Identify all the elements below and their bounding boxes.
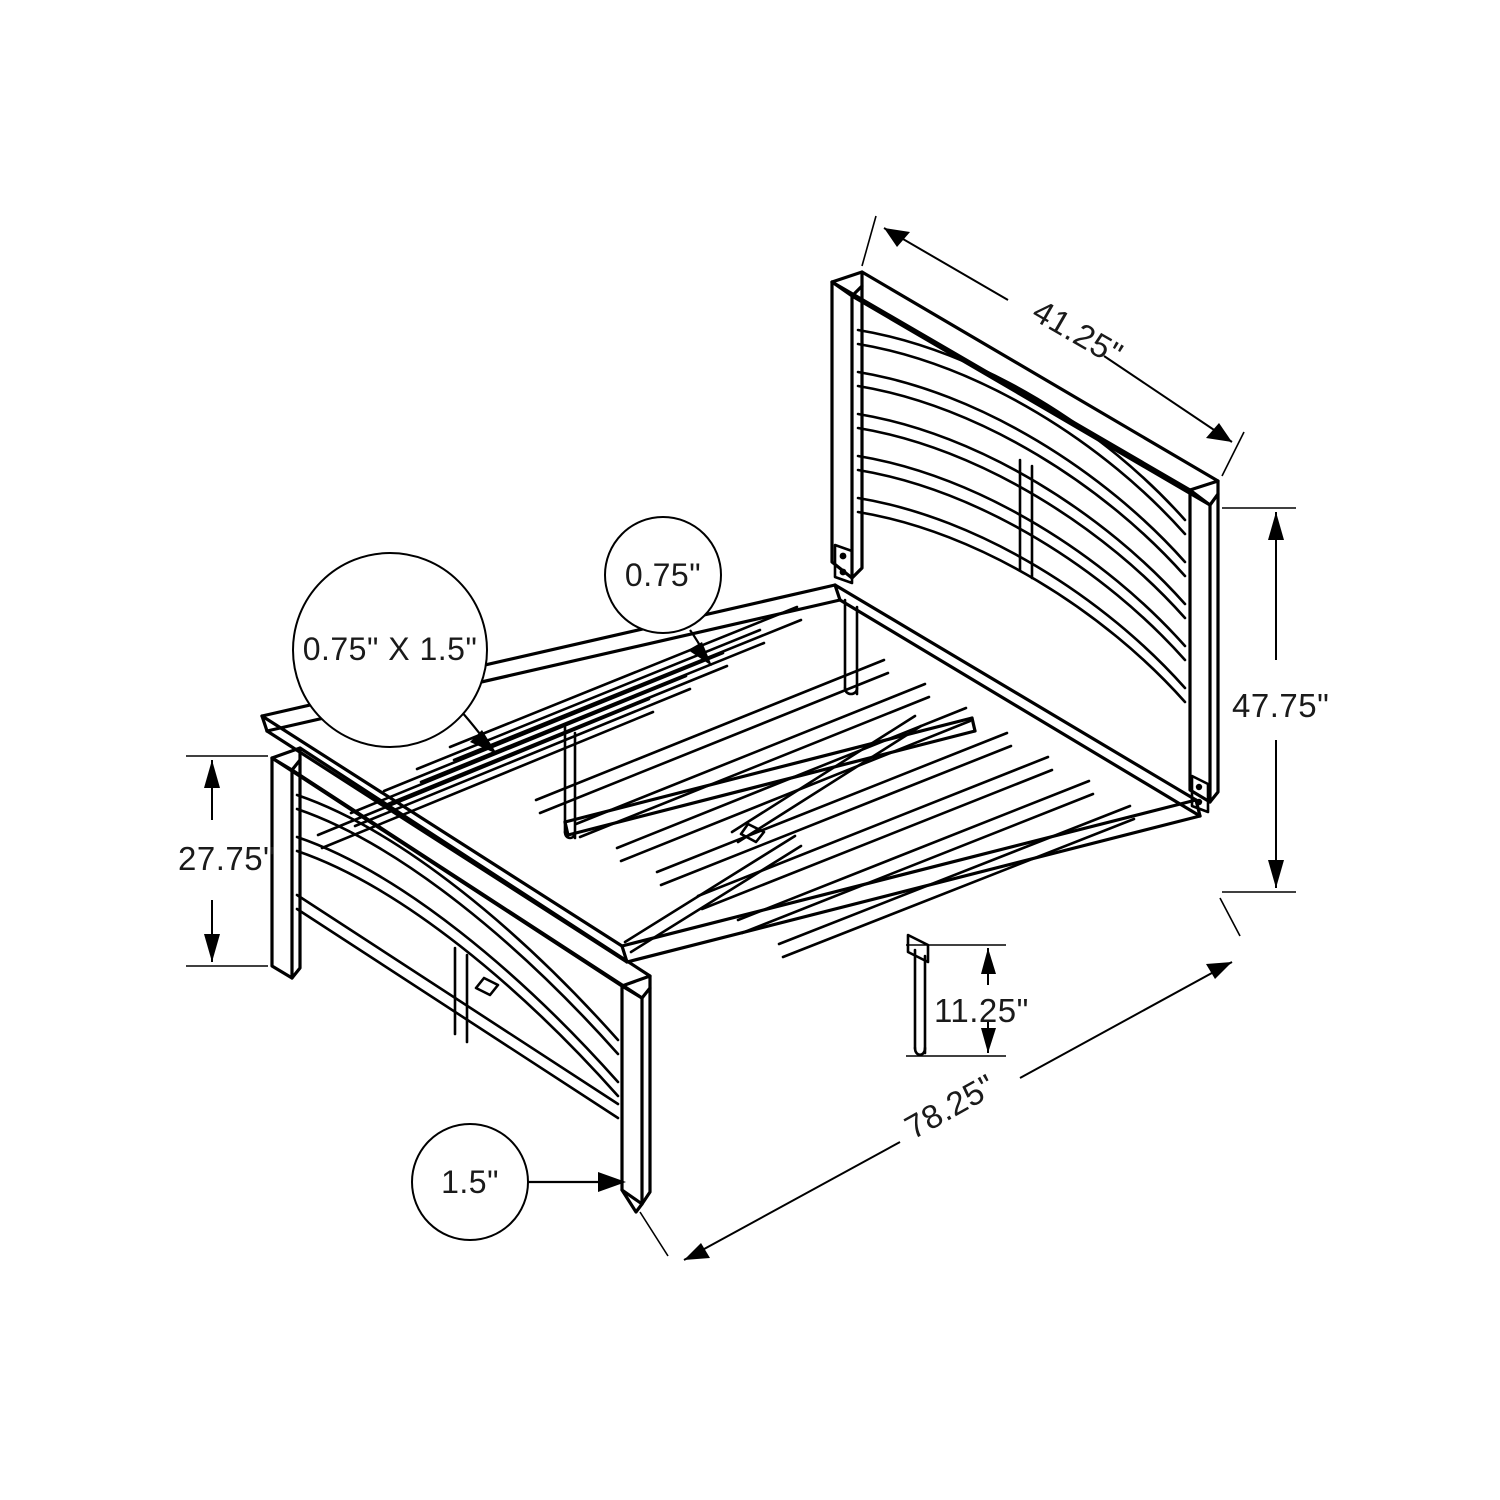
footboard-center-divider [453, 946, 469, 1044]
footboard-top-rail [270, 746, 652, 1000]
callout-post-thickness: 1.5" [411, 1123, 626, 1241]
dimension-overall-length: 78.25" [639, 897, 1241, 1261]
footboard-center-hardware [474, 976, 500, 997]
dimension-headboard-height: 47.75" [1222, 507, 1329, 893]
callout-post-thickness-label: 1.5" [441, 1164, 499, 1200]
dimension-clearance-height: 11.25" [906, 944, 1029, 1057]
headboard-assembly [830, 270, 1220, 814]
support-leg-foot [913, 948, 927, 1057]
dimension-41-25-label: 41.25" [1027, 292, 1130, 373]
callout-post-thickness-circle [411, 1123, 529, 1241]
headboard-slats [856, 328, 1187, 704]
dimension-footboard-height: 27.75" [178, 755, 275, 967]
callout-slat-thickness: 0.75" [604, 516, 722, 666]
dimension-11-25-label: 11.25" [934, 992, 1029, 1029]
front-rail-bracket [906, 933, 930, 964]
support-leg-head [843, 598, 859, 696]
dimension-47-75-label: 47.75" [1232, 687, 1329, 724]
headboard-left-post [830, 270, 864, 580]
headboard-center-divider [1018, 458, 1034, 580]
support-leg-center [563, 725, 577, 840]
headboard-right-post [1188, 479, 1220, 804]
headboard-top-rail [830, 270, 1220, 507]
footboard-assembly [270, 746, 652, 1214]
callout-slat-thickness-label: 0.75" [625, 557, 701, 593]
footboard-back-post [270, 746, 302, 980]
center-hardware-fitting [739, 822, 766, 844]
dimension-78-25-label: 78.25" [898, 1067, 1001, 1147]
headboard-left-bracket [833, 543, 854, 585]
callout-slat-thickness-circle [604, 516, 722, 634]
dimension-27-75-label: 27.75" [178, 840, 275, 877]
callout-rail-profile: 0.75" X 1.5" [292, 552, 497, 754]
footboard-slats [295, 793, 620, 1120]
callout-rail-profile-circle [292, 552, 488, 748]
callout-rail-profile-label: 0.75" X 1.5" [303, 631, 478, 667]
footboard-front-post [620, 974, 652, 1214]
cross-braces [623, 714, 923, 954]
head-end-cross-rail [833, 583, 1202, 818]
